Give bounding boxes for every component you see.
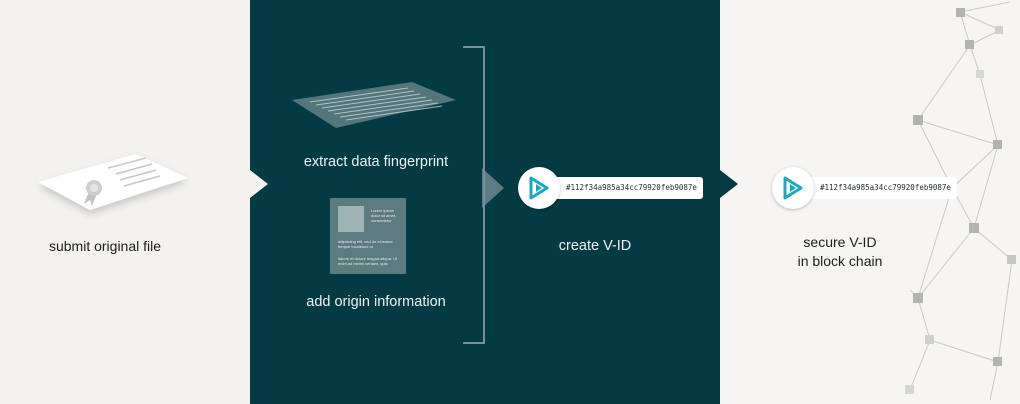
vid-logo-icon	[529, 176, 549, 200]
blockchain-panel	[720, 0, 1020, 404]
origin-card-text-mid: adipiscing elit, sed do eiusmod tempor i…	[338, 239, 393, 249]
secure-label-line1: secure V-ID	[803, 234, 877, 250]
grouping-bracket	[463, 46, 485, 344]
create-label: create V-ID	[558, 238, 632, 254]
arrow-to-blockchain	[720, 170, 738, 198]
vid-logo-icon	[783, 176, 803, 200]
blockchain-network-icon	[905, 1, 1016, 401]
submit-label: submit original file	[48, 238, 162, 254]
fingerprint-label: extract data fingerprint	[303, 154, 449, 170]
secure-label: secure V-ID in block chain	[760, 233, 920, 271]
origin-label: add origin information	[306, 294, 446, 310]
arrow-to-create	[482, 168, 504, 208]
document-certificate-icon	[38, 154, 188, 210]
origin-card-icon: Lorem ipsum dolor sit amet, consectetur …	[330, 198, 406, 274]
vid-logo-badge-secured	[772, 167, 814, 209]
secure-label-line2: in block chain	[797, 253, 883, 269]
origin-card-text-top: Lorem ipsum dolor sit amet, consectetur	[371, 208, 397, 223]
vid-hash-pill-secured: #112f34a985a34cc79920feb9087e	[790, 177, 957, 199]
vid-hash-pill: #112f34a985a34cc79920feb9087e	[536, 177, 703, 199]
origin-card-thumbnail	[338, 206, 364, 232]
vid-logo-badge	[518, 167, 560, 209]
submit-panel	[0, 0, 250, 404]
origin-card-text-bottom: labore et dolore magna aliqua. Ut enim a…	[338, 256, 398, 266]
data-sheet-icon	[292, 82, 456, 128]
arrow-to-processing	[250, 170, 268, 198]
